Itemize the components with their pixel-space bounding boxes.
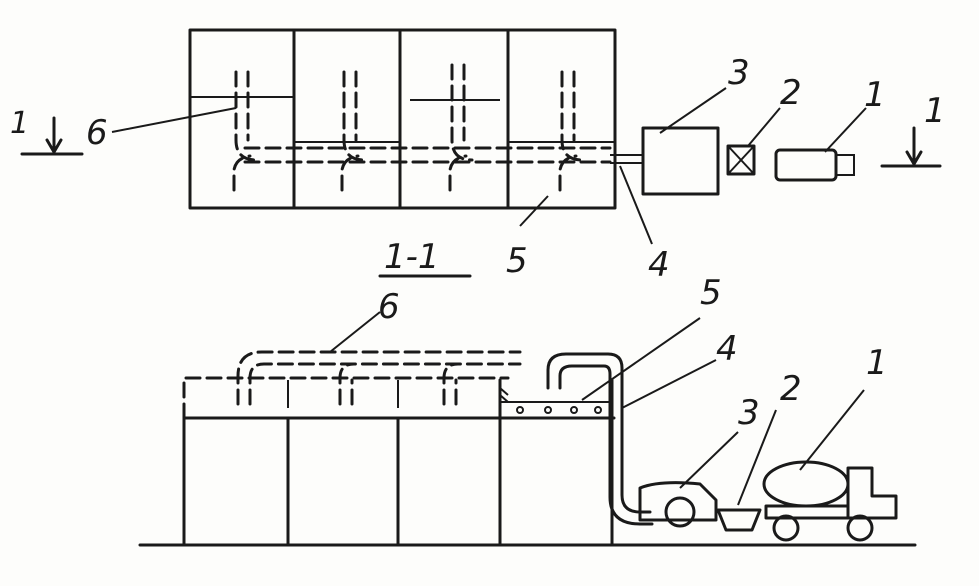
section-title: 1-1: [384, 237, 440, 277]
label-3-section: 3: [738, 393, 760, 433]
leader-5-section: [581, 317, 701, 401]
leader-4-section: [621, 359, 717, 409]
leader-4-plan: [619, 165, 653, 245]
leader-3-section: [679, 431, 739, 489]
concrete-dot-2: [544, 406, 552, 414]
label-section-right: 1: [924, 91, 946, 131]
label-section-left: 1: [10, 106, 29, 141]
label-1-section: 1: [866, 343, 888, 383]
section-truck-1: [762, 460, 898, 542]
section-pump-3: [638, 481, 718, 522]
leader-5-plan: [519, 195, 549, 227]
section-mark-left-head: [45, 138, 63, 154]
plan-truck-1: [774, 148, 838, 182]
section-hopper-2: [716, 508, 762, 532]
label-2-plan: 2: [780, 73, 802, 113]
pump-wheel: [664, 496, 696, 528]
concrete-dot-3: [570, 406, 578, 414]
label-1-plan: 1: [864, 75, 886, 115]
hatch-2: [499, 387, 509, 396]
label-4-section: 4: [716, 329, 738, 369]
label-5-plan: 5: [506, 241, 528, 281]
section-mark-right-head: [905, 150, 923, 166]
label-4-plan: 4: [648, 245, 670, 285]
section-hoses-6: [236, 350, 522, 406]
section-concrete-5: [499, 401, 613, 419]
plan-truck-cab: [835, 154, 855, 176]
plan-branches: [232, 63, 584, 192]
riser-pipe-outer: [546, 352, 652, 514]
concrete-dot-1: [516, 406, 524, 414]
leader-1-section: [799, 389, 865, 471]
label-2-section: 2: [780, 369, 802, 409]
label-6-section: 6: [378, 287, 400, 327]
leader-2-plan: [747, 107, 781, 147]
concrete-dot-4: [594, 406, 602, 414]
plan-view: 1 6 3 2 1 1 5 4: [10, 28, 946, 285]
hatch-1: [499, 394, 509, 403]
plan-hopper-cross-b: [727, 145, 755, 175]
label-3-plan: 3: [728, 53, 750, 93]
label-6-plan: 6: [86, 113, 108, 153]
plan-hopper-2: [726, 144, 756, 176]
plan-building-outline: [188, 28, 617, 210]
leader-6-section: [329, 311, 381, 353]
riser-pipe-inner: [558, 364, 654, 526]
leader-6-plan: [111, 107, 237, 133]
section-view: 6 5 4 3 2 1: [138, 273, 917, 547]
leader-1-plan: [824, 107, 867, 153]
plan-pump-3: [641, 126, 720, 196]
leader-2-section: [737, 409, 777, 506]
leader-3-plan: [659, 87, 727, 134]
section-dashed-top: [182, 376, 510, 420]
label-5-section: 5: [700, 273, 722, 313]
